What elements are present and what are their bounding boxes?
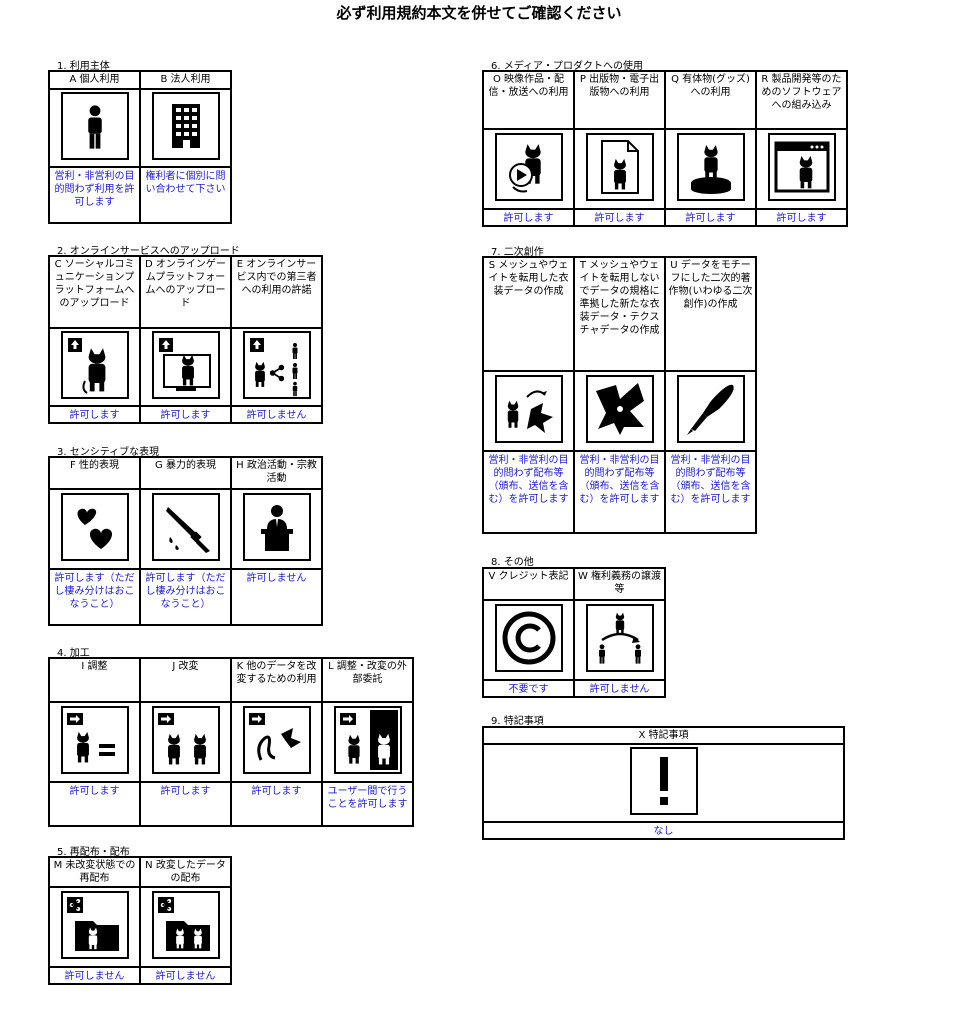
status-text: 許可しません [139,966,232,985]
item-label: M 未改変状態での再配布 [48,856,141,888]
redistribute-icon [60,891,129,959]
status-text: 営利・非営利の目的問わず配布等（頒布、送信を含む）を許可します [573,450,666,534]
status-text: 権利者に個別に問い合わせて下さい [139,166,232,224]
section-online-upload: C ソーシャルコミュニケーションプラットフォームへのアップロード D オンライン… [48,255,323,424]
item-label: S メッシュやウェイトを転用した衣装データの作成 [482,256,575,372]
section-title-usage-subject: 1. 利用主体 [57,61,110,72]
section-title-online-upload: 2. オンラインサービスへのアップロード [57,246,240,257]
pen-icon [676,375,745,443]
podium-icon [242,493,311,561]
status-text: なし [482,821,845,840]
status-text: ユーザー間で行うことを許可します [321,781,414,827]
section-title-special-notes: 9. 特記事項 [491,716,544,727]
page-title: 必ず利用規約本文を併せてご確認ください [336,4,622,22]
item-label: V クレジット表記 [482,567,575,601]
status-text: 許可します [573,208,666,227]
status-text: 許可します [664,208,757,227]
hearts-icon [60,493,129,561]
item-label: P 出版物・電子出版物への利用 [573,70,666,130]
copyright-icon [494,604,563,672]
status-text: 許可します [139,405,232,424]
status-text: 許可します [139,781,232,827]
document-icon [585,133,654,201]
upload-share-icon [242,331,311,399]
status-text: 営利・非営利の目的問わず配布等（頒布、送信を含む）を許可します [664,450,757,534]
status-text: 許可します [482,208,575,227]
item-label: Q 有体物(グッズ)への利用 [664,70,757,130]
upload-game-icon [151,331,220,399]
upload-avatar-icon [60,331,129,399]
transfer-icon [585,604,654,672]
distribute-modified-icon [151,891,220,959]
item-label: J 改変 [139,657,232,703]
figure-icon [676,133,745,201]
section-processing: I 調整 J 改変 K 他のデータを改変するための利用 L 調整・改変の外部委託… [48,657,414,827]
adjust-icon [60,706,129,774]
status-text: 許可します（ただし棲み分けはおこなうこと） [139,568,232,626]
status-text: 許可します [48,781,141,827]
item-label: B 法人利用 [139,70,232,90]
outsource-icon [333,706,402,774]
item-label: U データをモチーフにした二次的著作物(いわゆる二次創作)の作成 [664,256,757,372]
item-label: L 調整・改変の外部委託 [321,657,414,703]
video-icon [494,133,563,201]
item-label: D オンラインゲームプラットフォームへのアップロード [139,255,232,329]
cloth-icon [585,375,654,443]
section-derivative: S メッシュやウェイトを転用した衣装データの作成 T メッシュやウェイトを転用し… [482,256,757,534]
item-label: A 個人利用 [48,70,141,90]
item-label: W 権利義務の譲渡等 [573,567,666,601]
building-icon [151,92,220,160]
costume-icon [494,375,563,443]
item-label: T メッシュやウェイトを転用しないでデータの規格に準拠した新たな衣装データ・テク… [573,256,666,372]
status-text: 許可します（ただし棲み分けはおこなうこと） [48,568,141,626]
section-title-redistribution: 5. 再配布・配布 [57,847,130,858]
modify-icon [151,706,220,774]
section-sensitive: F 性的表現 G 暴力的表現 H 政治活動・宗教活動 許可します（ただし棲み分け… [48,456,323,626]
person-icon [60,92,129,160]
section-title-processing: 4. 加工 [57,648,90,659]
knife-icon [151,493,220,561]
item-label: X 特記事項 [482,726,845,745]
item-label: K 他のデータを改変するための利用 [230,657,323,703]
item-label: H 政治活動・宗教活動 [230,456,323,490]
item-label: E オンラインサービス内での第三者への利用の許諾 [230,255,323,329]
section-other: V クレジット表記 W 権利義務の譲渡等 不要です 許可しません [482,567,666,698]
section-media: O 映像作品・配信・放送への利用 P 出版物・電子出版物への利用 Q 有体物(グ… [482,70,848,227]
item-label: R 製品開発等のためのソフトウェアへの組み込み [755,70,848,130]
section-redistribution: M 未改変状態での再配布 N 改変したデータの配布 許可しません 許可しません [48,856,232,985]
exclamation-icon [629,747,698,815]
status-text: 許可します [755,208,848,227]
item-label: N 改変したデータの配布 [139,856,232,888]
status-text: 不要です [482,679,575,698]
status-text: 許可しません [573,679,666,698]
status-text: 許可しません [230,568,323,626]
section-usage-subject: A 個人利用 B 法人利用 営利・非営利の目的問わず利用を許可します 権利者に個… [48,70,232,224]
status-text: 許可しません [48,966,141,985]
section-title-derivative: 7. 二次創作 [491,247,544,258]
status-text: 営利・非営利の目的問わず利用を許可します [48,166,141,224]
status-text: 許可しません [230,405,323,424]
section-title-media: 6. メディア・プロダクトへの使用 [491,61,644,72]
status-text: 許可します [230,781,323,827]
parts-icon [242,706,311,774]
status-text: 営利・非営利の目的問わず配布等（頒布、送信を含む）を許可します [482,450,575,534]
software-icon [767,133,836,201]
item-label: I 調整 [48,657,141,703]
section-title-sensitive: 3. センシティブな表現 [57,447,160,458]
item-label: C ソーシャルコミュニケーションプラットフォームへのアップロード [48,255,141,329]
item-label: G 暴力的表現 [139,456,232,490]
item-label: O 映像作品・配信・放送への利用 [482,70,575,130]
status-text: 許可します [48,405,141,424]
section-special-notes: X 特記事項 なし [482,726,845,840]
item-label: F 性的表現 [48,456,141,490]
section-title-other: 8. その他 [491,557,534,568]
